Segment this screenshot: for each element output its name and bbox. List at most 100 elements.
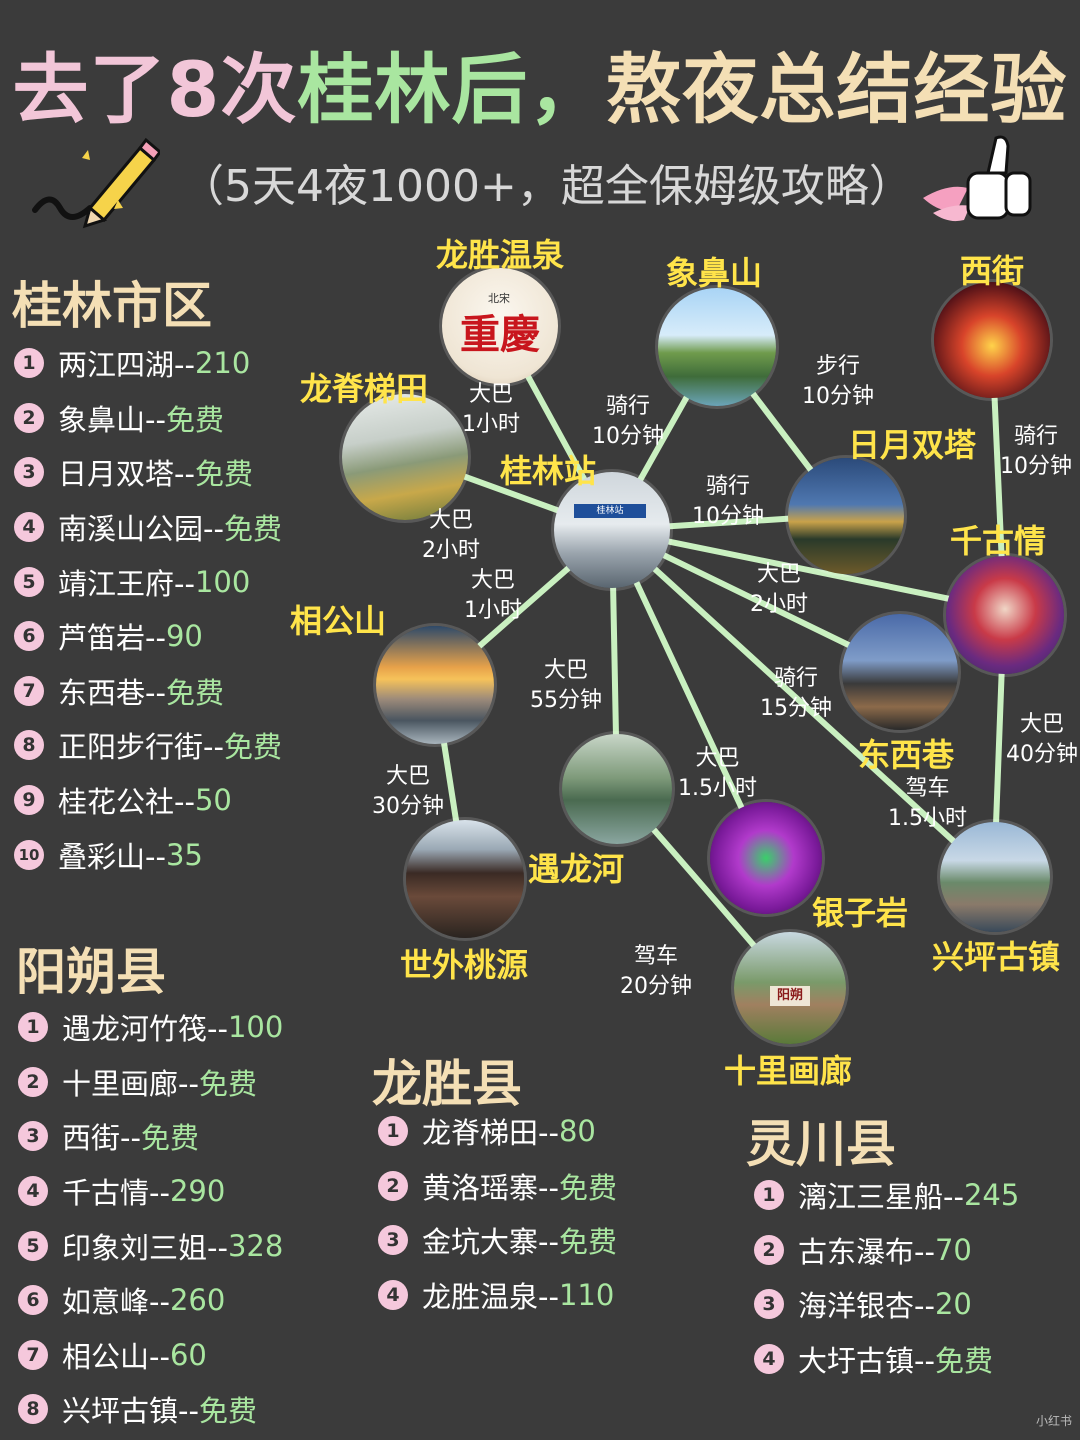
item-number: 1: [18, 1012, 48, 1043]
item-name: 海洋银杏--: [798, 1289, 935, 1324]
place-label-yinziyan: 银子岩: [812, 894, 909, 932]
item-name: 日月双塔--: [58, 457, 195, 492]
photo-longsheng-wenquan: 重慶 北宋: [442, 268, 558, 384]
route-text: 大巴: [756, 562, 801, 587]
item-price: 80: [558, 1114, 596, 1149]
item-name: 龙脊梯田--: [422, 1116, 559, 1151]
route-text: 大巴: [543, 658, 588, 683]
item-name: 金坑大寨--: [422, 1225, 559, 1260]
photo-dongxixiang: [842, 614, 958, 730]
item-number: 7: [14, 675, 44, 706]
route-text: 2小时: [750, 592, 808, 617]
item-price: 100: [194, 564, 251, 599]
item-number: 8: [18, 1394, 48, 1425]
route-text: 10分钟: [592, 424, 664, 449]
place-label-guilin-station: 桂林站: [500, 452, 597, 490]
item-name: 西街--: [62, 1121, 141, 1156]
route-text: 10分钟: [802, 384, 874, 409]
photo-sign: 阳朔: [770, 986, 810, 1006]
photo-text-small: 北宋: [488, 292, 510, 305]
item-name: 象鼻山--: [58, 402, 166, 437]
item-name: 十里画廊--: [62, 1066, 199, 1101]
item-number: 6: [14, 621, 44, 652]
route-label: 大巴 30分钟: [372, 762, 444, 822]
photo-shilihualang: 阳朔: [734, 932, 846, 1044]
item-number: 7: [18, 1339, 48, 1370]
item-price: 免费: [558, 1170, 617, 1205]
route-label: 骑行 10分钟: [592, 392, 664, 452]
item-price: 60: [169, 1337, 207, 1372]
route-text: 30分钟: [372, 794, 444, 819]
item-price: 50: [194, 783, 232, 818]
route-text: 骑行: [605, 394, 650, 419]
item-name: 东西巷--: [58, 675, 166, 710]
subtitle: （5天4夜1000+，超全保姆级攻略）: [180, 161, 913, 212]
route-text: 驾车: [633, 944, 678, 969]
place-label-shilihualang: 十里画廊: [724, 1052, 853, 1090]
station-sign: 桂林站: [574, 504, 646, 518]
item-price: 290: [169, 1174, 226, 1209]
route-text: 大巴: [468, 382, 513, 407]
item-price: 260: [169, 1283, 226, 1318]
item-number: 10: [14, 839, 44, 870]
photo-yulonghe: [562, 734, 672, 844]
title-part2: 桂林后，: [297, 45, 606, 134]
route-text: 步行: [815, 354, 860, 379]
item-price: 免费: [198, 1066, 257, 1101]
route-label: 骑行 10分钟: [1000, 422, 1072, 482]
item-number: 3: [378, 1225, 408, 1256]
item-name: 千古情--: [62, 1176, 170, 1211]
photo-text: 重慶: [460, 311, 540, 358]
place-label-shiwaitaoyuan: 世外桃源: [400, 946, 529, 984]
route-label: 步行 10分钟: [802, 352, 874, 412]
route-text: 大巴: [1019, 712, 1064, 737]
route-text: 驾车: [905, 776, 950, 801]
route-text: 10分钟: [1000, 454, 1072, 479]
item-name: 黄洛瑶寨--: [422, 1170, 559, 1205]
item-name: 相公山--: [62, 1339, 170, 1374]
item-name: 桂花公社--: [58, 785, 195, 820]
item-price: 免费: [194, 457, 253, 492]
item-number: 1: [754, 1180, 784, 1211]
route-text: 大巴: [428, 508, 473, 533]
page-title: 去了8次桂林后，熬夜总结经验: [0, 28, 1080, 138]
route-text: 骑行: [1013, 424, 1058, 449]
section-title-lingchuan: 灵川县: [746, 1115, 896, 1173]
item-name: 印象刘三姐--: [62, 1230, 228, 1265]
route-text: 骑行: [705, 474, 750, 499]
place-label-riyue: 日月双塔: [848, 426, 977, 464]
item-price: 免费: [558, 1225, 617, 1260]
item-price: 免费: [223, 512, 282, 547]
route-text: 大巴: [385, 764, 430, 789]
place-label-dongxixiang: 东西巷: [858, 736, 955, 774]
item-price: 20: [934, 1287, 972, 1322]
item-name: 古东瀑布--: [798, 1234, 935, 1269]
item-number: 5: [18, 1230, 48, 1261]
item-name: 兴坪古镇--: [62, 1394, 199, 1429]
